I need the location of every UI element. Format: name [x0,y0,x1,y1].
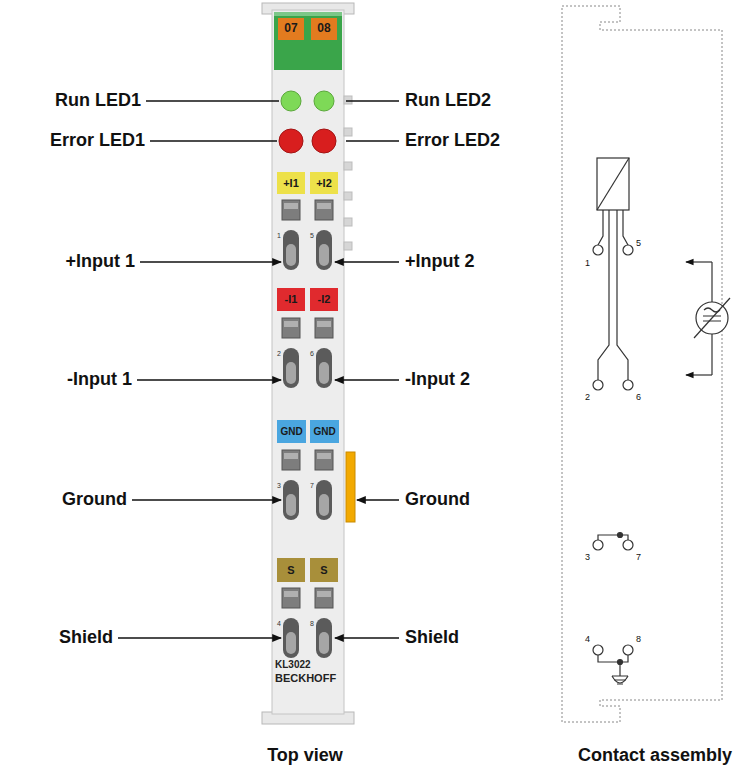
terminal-label: S [277,558,305,582]
part-label: +Input 2 [405,252,475,272]
terminal-label: -I2 [310,288,338,311]
terminal-label: GND [310,420,339,443]
leader-lines [118,101,399,638]
model-name: KL3022 [275,659,311,670]
part-label: Error LED1 [50,131,145,151]
side-tabs [344,96,352,250]
pin-number: 5 [636,239,641,249]
view-caption: Top view [267,746,343,766]
terminal-marking: S [287,564,294,576]
view-caption: Contact assembly [578,746,732,766]
pin-number: 3 [585,553,590,563]
part-label: Shield [59,628,113,648]
contact-assembly-outline [562,6,722,722]
terminal-marking: GND [313,426,335,437]
pin-number: 2 [277,350,281,358]
pin-number: 6 [636,393,641,403]
pin-number: 4 [585,635,590,645]
pin-number: 1 [585,259,590,269]
terminal-housing: KL3022BECKHOFF 07 08 +I1 +I2 -I1 -I2GND GND S S [272,10,344,714]
pin-number: 5 [310,232,314,240]
terminal-label: +I1 [277,172,305,194]
terminal-label: +I2 [310,172,338,194]
terminal-marking: +I2 [316,177,332,189]
part-label: +Input 1 [65,252,135,272]
pin-number: 6 [310,350,314,358]
terminal-marking: -I1 [285,293,298,305]
terminal-label: S [310,558,338,582]
model-name: BECKHOFF [275,672,336,684]
terminal-label: 07 [278,18,304,40]
pin-number: 8 [310,620,314,628]
pin-number: 7 [636,553,641,563]
part-label: Shield [405,628,459,648]
part-label: -Input 2 [405,370,470,390]
part-label: -Input 1 [67,370,132,390]
terminal-marking: 07 [284,22,297,35]
sensor-symbol [686,262,730,375]
part-label: Error LED2 [405,131,500,151]
terminal-label: 08 [311,18,337,40]
terminal-marking: S [320,564,327,576]
pin-number: 3 [277,482,281,490]
led [279,91,336,153]
pin-number: 2 [585,393,590,403]
terminal-marking: 08 [317,22,330,35]
pin-number: 1 [277,232,281,240]
terminal-marking: +I1 [283,177,299,189]
part-label: Ground [62,490,127,510]
pin-number: 8 [636,635,641,645]
part-label: Ground [405,490,470,510]
pin-number: 7 [310,482,314,490]
terminal-marking: -I2 [318,293,331,305]
terminal-label: GND [277,420,306,443]
terminal-marking: GND [280,426,302,437]
terminal-label: -I1 [277,288,305,311]
part-label: Run LED2 [405,91,491,111]
part-label: Run LED1 [55,91,141,111]
ground-bar [346,452,355,522]
contact-assembly-schematic [593,158,633,684]
terminal-body [262,3,354,724]
pin-number: 4 [277,620,281,628]
